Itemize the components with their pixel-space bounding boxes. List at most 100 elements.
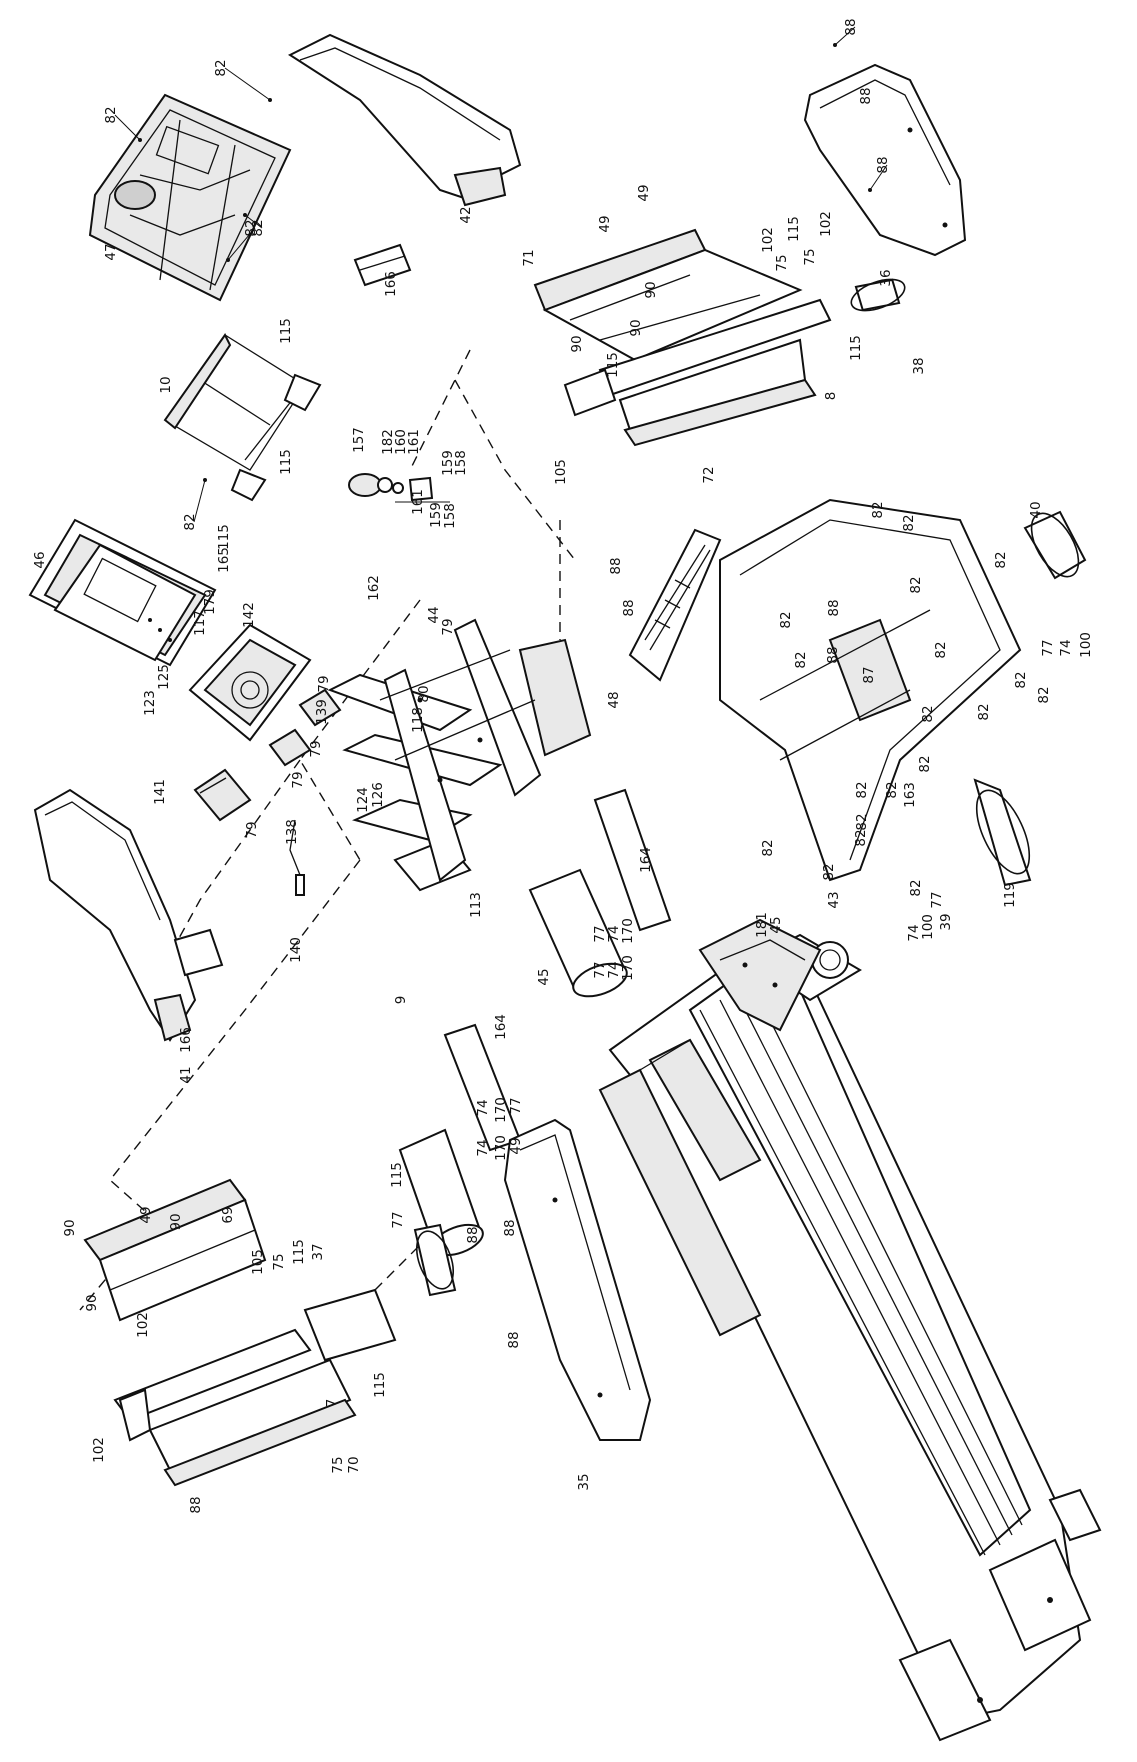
part-number-callout: 88 [825, 646, 841, 663]
part-number-callout: 170 [620, 918, 636, 944]
part-number-callout: 36 [878, 269, 894, 286]
part-number-callout: 49 [597, 215, 613, 232]
part-number-callout: 140 [288, 937, 304, 963]
part-foot-cap-39 [973, 778, 1032, 887]
callout-leader-line [114, 114, 141, 141]
callout-leader-line [869, 164, 888, 191]
part-number-callout: 45 [768, 916, 784, 933]
part-number-callout: 82 [993, 551, 1009, 568]
part-number-callout: 82 [870, 501, 886, 518]
part-number-callout: 166 [383, 271, 399, 297]
part-number-callout: 88 [875, 156, 891, 173]
part-number-callout: 82 [243, 219, 259, 236]
part-number-callout: 125 [156, 664, 172, 690]
part-number-callout: 47 [103, 243, 119, 260]
part-foot-cap-40 [1023, 510, 1087, 580]
part-number-callout: 75 [330, 1456, 346, 1473]
part-number-callout: 74 [606, 961, 622, 978]
callout-leader-line [224, 67, 271, 101]
part-foot-cap-37 [413, 1223, 457, 1297]
part-number-callout: 159 [428, 502, 444, 528]
part-number-callout: 160 [393, 429, 409, 455]
part-left-rear-cover [503, 1118, 652, 1441]
part-number-callout: 90 [84, 1294, 100, 1311]
part-number-callout: 82 [250, 219, 266, 236]
part-right-rear-cover [803, 63, 967, 257]
part-number-callout: 79 [244, 821, 260, 838]
part-number-callout: 165 [216, 547, 232, 573]
part-number-callout: 164 [638, 847, 654, 873]
part-upright-frame [327, 618, 592, 892]
part-number-callout: 102 [818, 211, 834, 237]
part-number-callout: 115 [291, 1239, 307, 1265]
part-number-callout: 88 [506, 1331, 522, 1348]
part-number-callout: 79 [316, 675, 332, 692]
part-number-callout: 88 [188, 1496, 204, 1513]
part-handlebar-controls [193, 768, 252, 822]
part-right-side-rail-assembly [533, 228, 832, 447]
callout-leader-dot [243, 213, 247, 217]
part-number-callout: 82 [920, 705, 936, 722]
part-number-callout: 72 [701, 466, 717, 483]
part-number-callout: 87 [861, 666, 877, 683]
part-number-callout: 46 [32, 551, 48, 568]
part-number-callout: 182 [380, 429, 396, 455]
part-number-callout: 48 [606, 691, 622, 708]
assembly-guide-lines [79, 349, 576, 1311]
part-number-callout: 158 [442, 503, 458, 529]
part-number-callout: 79 [290, 771, 306, 788]
part-number-callout: 170 [493, 1135, 509, 1161]
part-number-callout: 82 [854, 813, 870, 830]
part-cable-140 [289, 819, 305, 896]
part-rear-foot-cap-right [850, 278, 906, 312]
part-number-callout: 74 [606, 925, 622, 942]
part-right-handrail-cover [287, 33, 522, 207]
part-number-callout: 82 [778, 611, 794, 628]
callout-leader-dot [226, 258, 230, 262]
part-166-lower [173, 928, 224, 977]
part-number-callout: 102 [760, 227, 776, 253]
part-number-callout: 79 [440, 618, 456, 635]
part-small-boards [268, 688, 342, 767]
part-number-callout: 82 [917, 755, 933, 772]
part-number-callout: 74 [475, 1139, 491, 1156]
part-console-front [28, 518, 217, 667]
part-number-callout: 102 [135, 1312, 151, 1338]
part-number-callout: 9 [393, 996, 409, 1005]
part-number-callout: 82 [760, 839, 776, 856]
part-motor-hood [719, 498, 1022, 882]
part-number-callout: 126 [370, 782, 386, 808]
part-number-callout: 181 [754, 912, 770, 938]
part-number-callout: 159 [440, 450, 456, 476]
part-number-callout: 75 [802, 248, 818, 265]
part-number-callout: 88 [608, 557, 624, 574]
part-number-callout: 124 [355, 787, 371, 813]
callout-layer: 8282828247421668888883649497190901027511… [32, 18, 1094, 1513]
part-number-callout: 82 [1013, 671, 1029, 688]
part-number-callout: 49 [138, 1206, 154, 1223]
part-number-callout: 40 [1028, 501, 1044, 518]
part-number-callout: 115 [605, 352, 621, 378]
part-number-callout: 163 [902, 782, 918, 808]
part-number-callout: 35 [576, 1473, 592, 1490]
part-number-callout: 82 [103, 106, 119, 123]
part-number-callout: 90 [628, 319, 644, 336]
part-number-callout: 115 [216, 524, 232, 550]
part-number-callout: 77 [592, 925, 608, 942]
part-number-callout: 37 [310, 1243, 326, 1260]
part-number-callout: 49 [636, 184, 652, 201]
part-number-callout: 82 [821, 863, 837, 880]
part-number-callout: 141 [152, 779, 168, 805]
part-number-callout: 117 [192, 610, 208, 636]
part-number-callout: 74 [1058, 639, 1074, 656]
part-motor-plate [698, 918, 822, 1032]
callout-leader-line [834, 26, 856, 46]
part-number-callout: 100 [1078, 632, 1094, 658]
callout-leader-dot [138, 138, 142, 142]
callout-leader-dot [833, 43, 837, 47]
part-number-callout: 41 [178, 1066, 194, 1083]
part-number-callout: 170 [620, 955, 636, 981]
part-left-side-rail-assembly [83, 1178, 397, 1487]
part-number-callout: 102 [91, 1437, 107, 1463]
